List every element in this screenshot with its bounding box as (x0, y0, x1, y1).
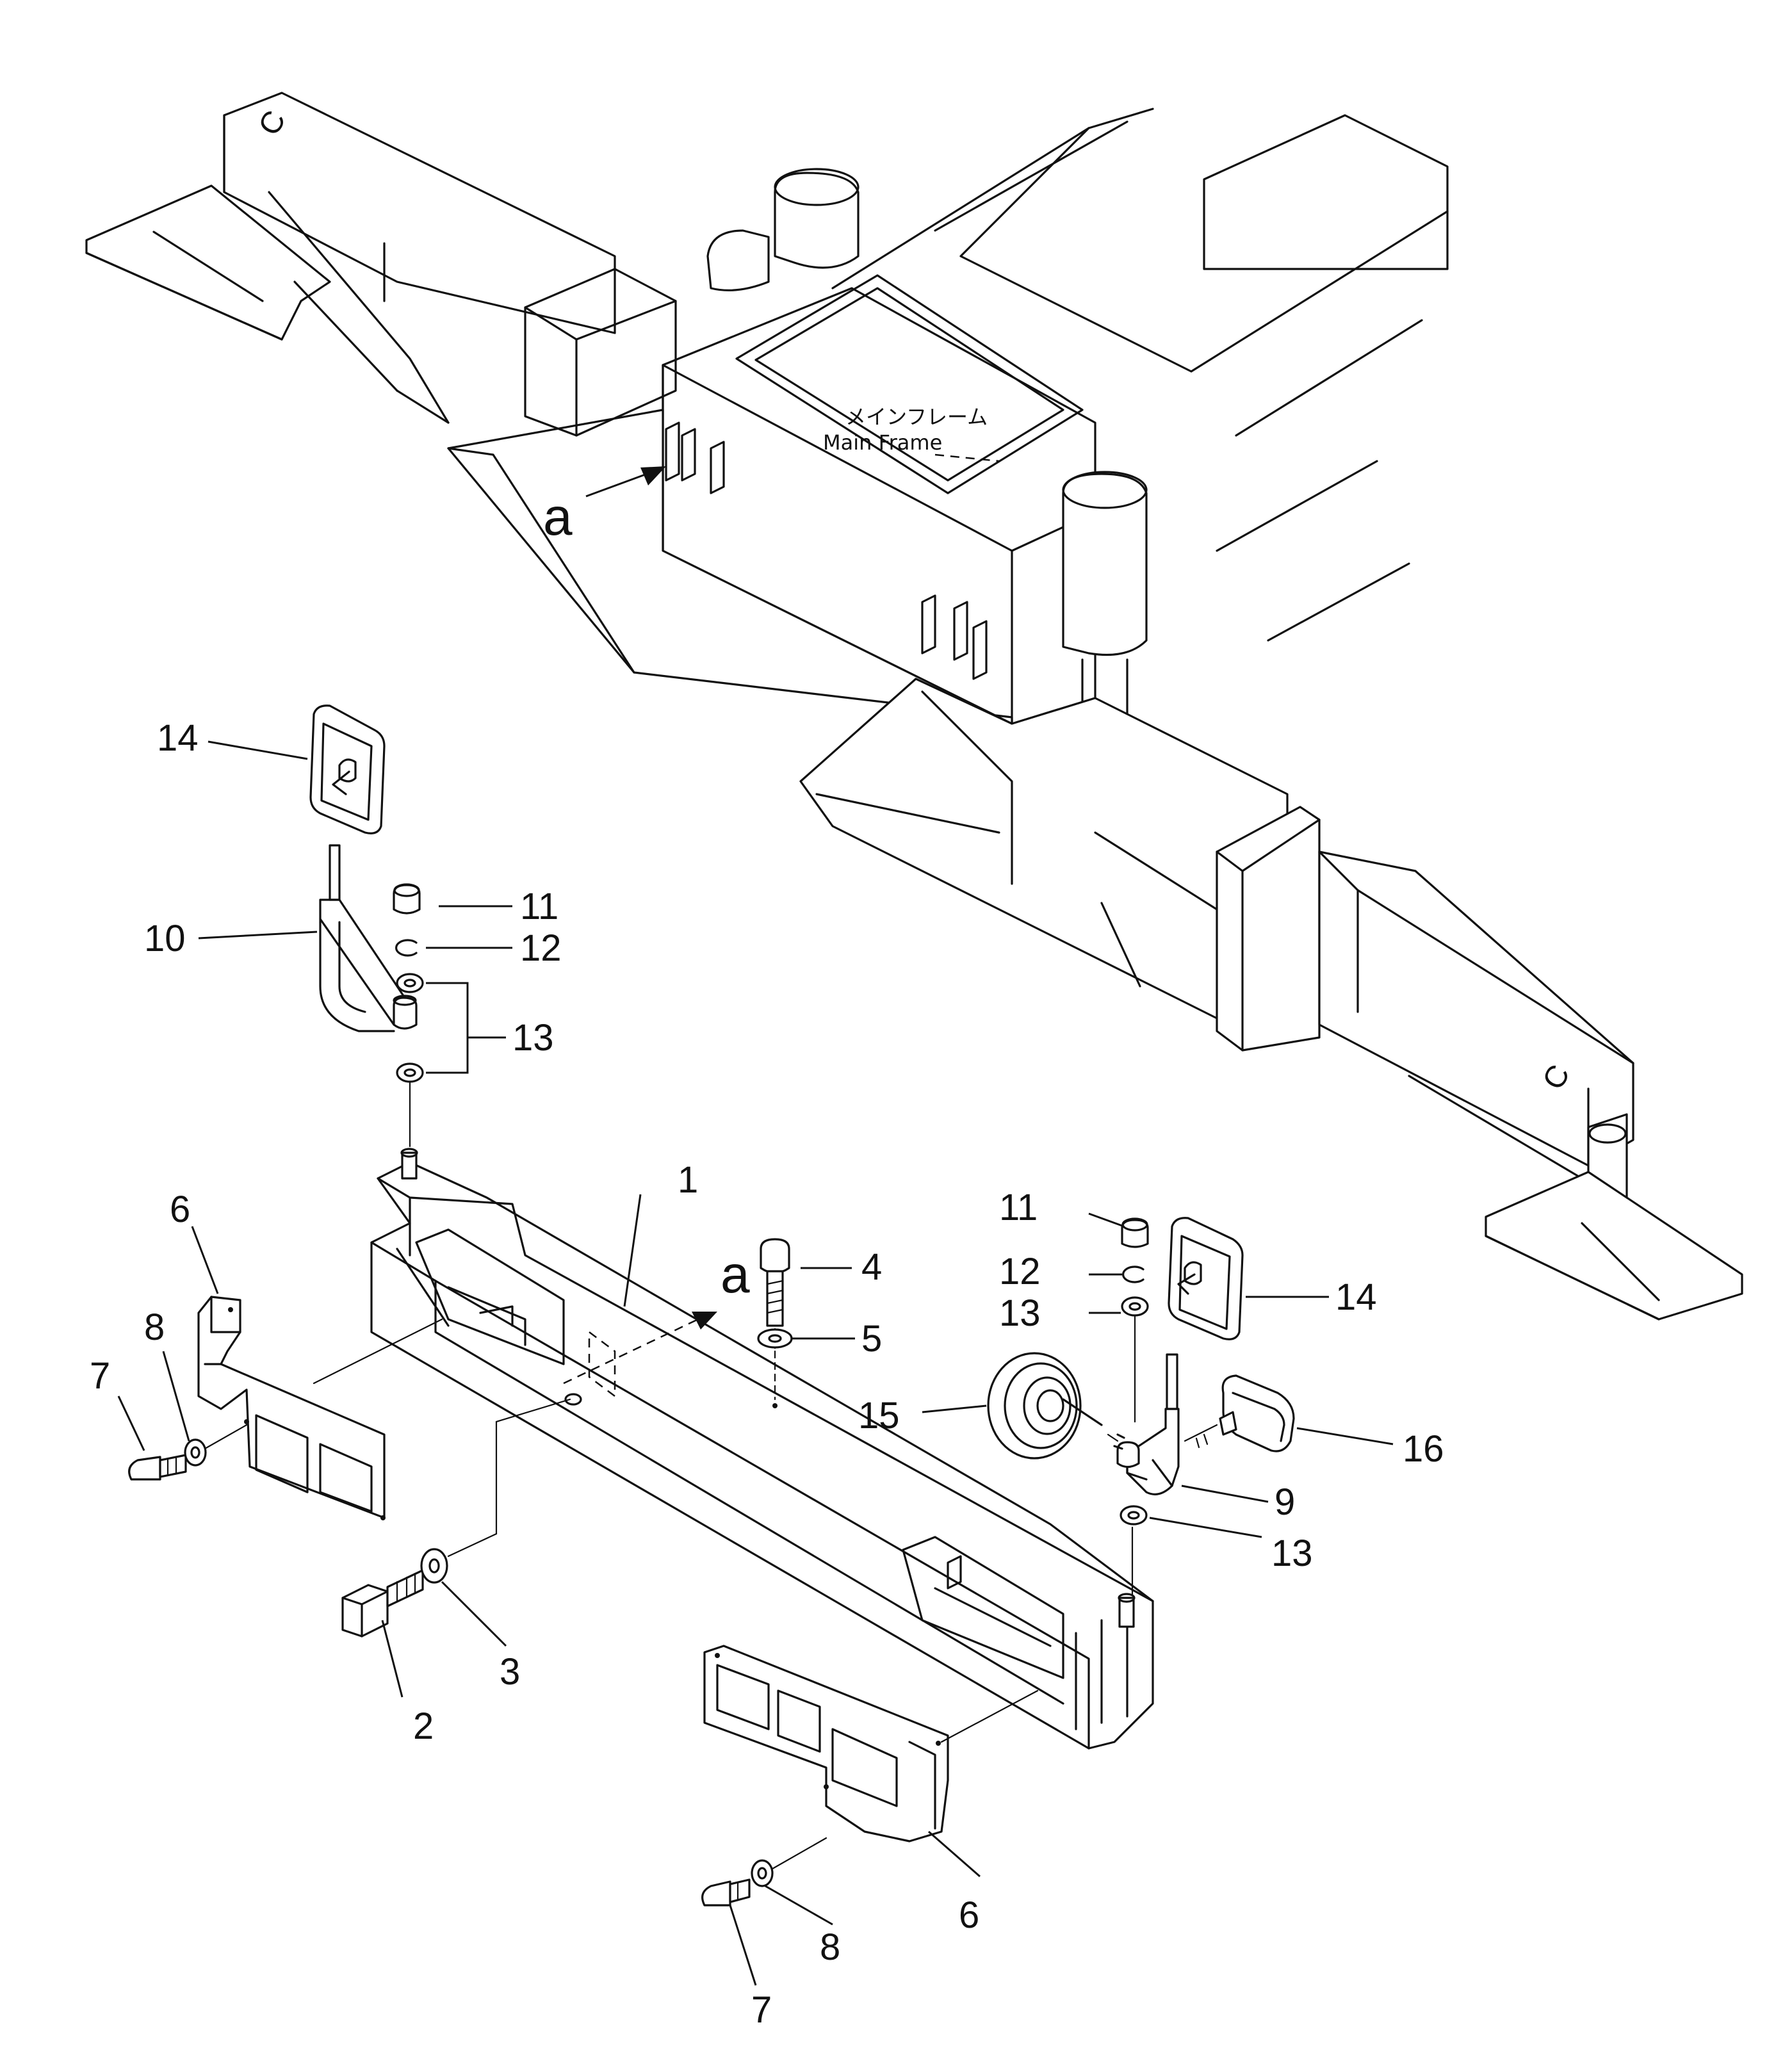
mirror-stay-10 (319, 844, 418, 1032)
callout-6-left: 6 (170, 1189, 190, 1230)
leader-lines (117, 740, 1394, 1986)
callout-14-left: 14 (157, 717, 199, 759)
main-frame-label-japanese: メインフレーム (845, 405, 988, 429)
lock-washer-12-right (1122, 1265, 1144, 1283)
mirror-16 (1184, 1374, 1295, 1452)
callout-4: 4 (861, 1246, 882, 1288)
callout-5: 5 (861, 1318, 882, 1360)
callout-6-right: 6 (959, 1894, 979, 1936)
callout-numbers: 1 2 3 4 5 6 6 7 7 8 8 9 10 11 11 12 12 1… (90, 717, 1444, 2031)
callout-1: 1 (678, 1159, 698, 1201)
callout-16: 16 (1403, 1428, 1444, 1470)
callout-8-right: 8 (820, 1926, 840, 1968)
callout-11-right: 11 (999, 1187, 1038, 1228)
washer-13-left-bottom (396, 1062, 424, 1148)
reference-letter-lower: a (721, 1246, 750, 1304)
guard-plate-left (197, 1296, 443, 1520)
screw-7-right (701, 1878, 751, 1907)
callout-3: 3 (500, 1651, 520, 1693)
nut-11-left (393, 883, 421, 915)
washer-13-right-top (1121, 1296, 1149, 1423)
bumper-beam (370, 1148, 1154, 1750)
lock-washer-12-left (395, 939, 418, 957)
bolt-2 (341, 1569, 424, 1638)
callout-12-right: 12 (999, 1251, 1041, 1292)
washer-8-left (184, 1424, 248, 1467)
callout-14-right: 14 (1335, 1276, 1377, 1318)
callout-13-right-bottom: 13 (1271, 1533, 1313, 1574)
reference-letter-upper: a (543, 488, 573, 546)
washer-8-right (751, 1837, 827, 1887)
convex-mirror-15 (987, 1352, 1125, 1460)
washer-3 (420, 1398, 571, 1584)
nut-11-right (1121, 1217, 1149, 1248)
callout-10: 10 (144, 918, 186, 959)
callout-7-right: 7 (751, 1989, 772, 2031)
mirror-14-right (1168, 1217, 1244, 1340)
callout-9: 9 (1275, 1481, 1295, 1523)
washer-13-left-top (396, 973, 424, 993)
reference-arrow-lower: a (563, 1246, 750, 1385)
mirror-14-left (309, 704, 386, 834)
bolt-4 (760, 1238, 790, 1349)
callout-11-left: 11 (520, 886, 558, 927)
callout-12-left: 12 (520, 927, 562, 969)
callout-15: 15 (858, 1395, 900, 1436)
callout-2: 2 (413, 1705, 434, 1747)
callout-13-left: 13 (512, 1017, 554, 1059)
main-frame-label-english: Main Frame (823, 430, 942, 455)
callout-7-left: 7 (90, 1355, 110, 1397)
screw-7-left (128, 1454, 187, 1481)
main-frame-drawing: C C メインフレーム Main Frame (85, 92, 1743, 1321)
callout-13-right-top: 13 (999, 1292, 1041, 1334)
washer-13-right-bottom (1120, 1505, 1148, 1596)
reference-arrow-upper: a (543, 466, 666, 546)
mirror-stay-9 (1107, 1353, 1180, 1495)
callout-8-left: 8 (144, 1306, 165, 1348)
guard-plate-right (703, 1645, 1039, 1843)
